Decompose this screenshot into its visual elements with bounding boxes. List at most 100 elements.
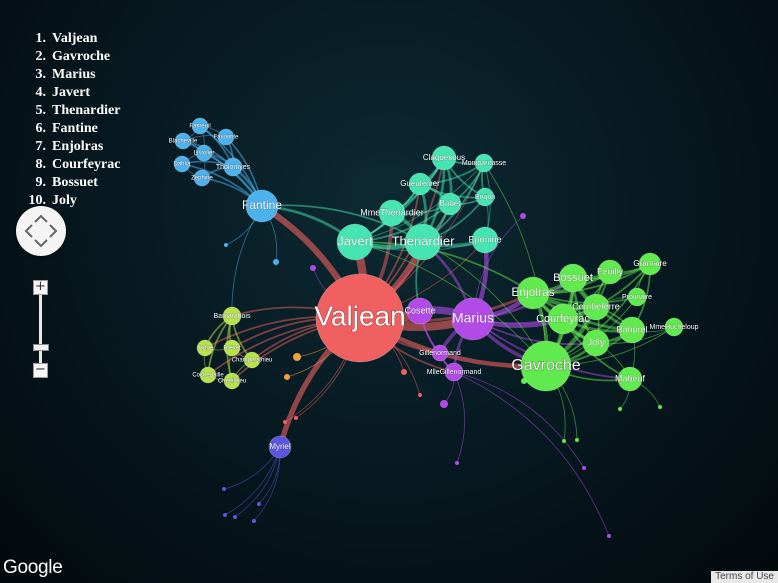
graph-node[interactable]: [217, 128, 235, 146]
graph-node[interactable]: [471, 226, 499, 254]
graph-node[interactable]: [617, 366, 643, 392]
graph-node[interactable]: [597, 259, 623, 285]
ranking-item: 1.Valjean: [14, 30, 120, 48]
graph-node[interactable]: [582, 329, 610, 357]
graph-node[interactable]: [547, 303, 579, 335]
node-label: Brujon: [475, 194, 495, 201]
ranking-name: Fantine: [52, 121, 98, 136]
minor-node[interactable]: [618, 407, 622, 411]
minor-node[interactable]: [273, 259, 279, 265]
minor-node[interactable]: [293, 353, 301, 361]
node-label: Brevet: [223, 346, 241, 352]
ranking-number: 10.: [28, 193, 47, 208]
minor-node[interactable]: [562, 439, 566, 443]
ranking-name: Joly: [52, 193, 77, 208]
graph-node[interactable]: [315, 273, 405, 363]
minor-node[interactable]: [294, 416, 298, 420]
node-label: Favourite: [213, 135, 239, 141]
node-label: Cochepaille: [192, 373, 224, 379]
graph-node[interactable]: [431, 344, 449, 362]
graph-node[interactable]: [196, 339, 214, 357]
graph-node[interactable]: [336, 223, 374, 261]
zoom-slider-thumb[interactable]: [33, 344, 49, 351]
minor-node[interactable]: [257, 502, 261, 506]
minor-node[interactable]: [520, 213, 526, 219]
minor-node[interactable]: [223, 513, 227, 517]
zoom-slider-track[interactable]: [39, 295, 42, 363]
graph-node[interactable]: [173, 155, 191, 173]
graph-node[interactable]: [451, 297, 495, 341]
graph-node[interactable]: [404, 223, 442, 261]
node-label: Javert: [337, 233, 373, 248]
graph-node[interactable]: [582, 293, 610, 321]
ranking-item: 10. Joly: [14, 192, 120, 210]
zoom-in-button[interactable]: +: [33, 280, 48, 295]
minor-node[interactable]: [224, 243, 228, 247]
google-logo: Google: [3, 557, 63, 578]
graph-node[interactable]: [627, 287, 647, 307]
graph-node[interactable]: [438, 192, 462, 216]
graph-node[interactable]: [520, 340, 572, 392]
node-label: Combeferre: [572, 301, 620, 311]
node-label: Joly: [587, 338, 605, 349]
minor-node[interactable]: [658, 405, 662, 409]
graph-node[interactable]: [223, 157, 243, 177]
graph-node[interactable]: [193, 169, 211, 187]
minor-node[interactable]: [440, 400, 448, 408]
graph-node[interactable]: [174, 132, 192, 150]
graph-node[interactable]: [195, 144, 213, 162]
graph-node[interactable]: [408, 172, 432, 196]
graph-node[interactable]: [191, 117, 209, 135]
node-label: Eponine: [468, 234, 501, 244]
node-label: Prouvaire: [622, 294, 652, 301]
minor-node[interactable]: [401, 369, 407, 375]
graph-node[interactable]: [475, 187, 495, 207]
minor-node[interactable]: [582, 466, 586, 470]
graph-node[interactable]: [268, 435, 292, 459]
minor-node[interactable]: [310, 265, 316, 271]
graph-node[interactable]: [474, 153, 494, 173]
node-label: Dahlia: [173, 162, 191, 168]
minor-node[interactable]: [418, 393, 422, 397]
pan-control[interactable]: [16, 206, 66, 256]
graph-node[interactable]: [199, 366, 217, 384]
ranking-name: Courfeyrac: [52, 157, 121, 172]
ranking-item: 5.Thenardier: [14, 102, 121, 120]
ranking-number: 7.: [35, 139, 47, 154]
graph-node[interactable]: [406, 297, 434, 325]
graph-node[interactable]: [444, 362, 464, 382]
pan-arrows-icon[interactable]: [16, 206, 66, 256]
minor-node[interactable]: [222, 487, 226, 491]
minor-node[interactable]: [575, 438, 579, 442]
graph-node[interactable]: [378, 199, 406, 227]
node-label: Listolier: [194, 151, 215, 157]
graph-node[interactable]: [618, 316, 646, 344]
ranking-number: 2.: [35, 49, 47, 64]
minor-node[interactable]: [284, 374, 290, 380]
minor-node[interactable]: [455, 461, 459, 465]
minor-node[interactable]: [252, 519, 256, 523]
minor-node[interactable]: [233, 515, 237, 519]
graph-node[interactable]: [516, 276, 550, 310]
graph-edge: [354, 241, 547, 367]
minor-node[interactable]: [283, 420, 287, 424]
graph-node[interactable]: [558, 263, 588, 293]
zoom-out-button[interactable]: −: [33, 363, 48, 378]
ranking-item: 4.Javert: [14, 84, 120, 102]
graph-node[interactable]: [431, 145, 457, 171]
terms-of-use-link[interactable]: Terms of Use: [711, 571, 778, 583]
graph-node[interactable]: [223, 372, 241, 390]
graph-edge: [354, 241, 534, 294]
graph-node[interactable]: [664, 317, 684, 337]
minor-node[interactable]: [607, 534, 611, 538]
ranking-name: Thenardier: [52, 103, 121, 118]
node-label: Thenardier: [392, 233, 456, 248]
graph-node[interactable]: [222, 306, 242, 326]
graph-node[interactable]: [245, 189, 279, 223]
graph-node[interactable]: [638, 252, 662, 276]
graph-node[interactable]: [243, 351, 261, 369]
graph-node[interactable]: [223, 339, 241, 357]
graph-edge: [261, 204, 424, 243]
